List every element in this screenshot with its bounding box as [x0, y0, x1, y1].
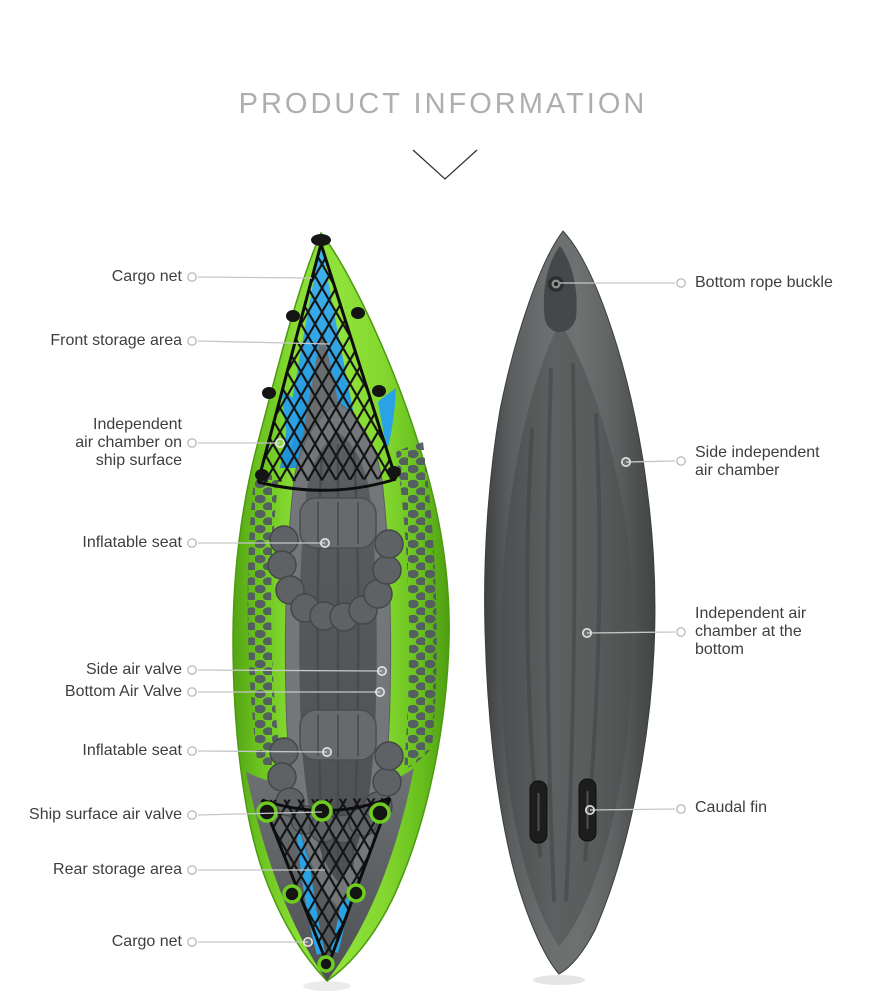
bottom-rope-buckle	[548, 276, 564, 292]
callout-dot	[187, 665, 197, 675]
callout-dot	[187, 746, 197, 756]
callout-dot	[581, 627, 592, 638]
callout-dot	[620, 456, 631, 467]
callout-dots-label-side	[187, 272, 686, 947]
bow-cargo-net	[255, 234, 401, 492]
stern-cargo-net	[260, 796, 392, 967]
callout-dot	[676, 627, 686, 637]
callout-dot	[302, 936, 313, 947]
callout-dot	[274, 437, 285, 448]
side-blue-accent-right	[378, 388, 396, 450]
label-cargo-net-top: Cargo net	[111, 268, 182, 285]
net-anchor-knobs	[255, 307, 401, 481]
stern-mid-valve-left	[282, 884, 302, 904]
caudal-fin-left	[529, 780, 548, 844]
ship-surface-air-valve	[311, 800, 333, 822]
callout-dot	[676, 278, 686, 288]
callout-dot	[321, 746, 332, 757]
label-inflatable-seat-rear: Inflatable seat	[82, 742, 182, 759]
chevron-down-icon	[412, 149, 478, 180]
callout-dot	[187, 687, 197, 697]
callout-dot	[374, 686, 385, 697]
label-bottom-rope-buckle: Bottom rope buckle	[695, 274, 833, 291]
kayak-top-shadow	[303, 981, 351, 991]
label-inflatable-seat-front: Inflatable seat	[82, 534, 182, 551]
callout-dot	[187, 272, 197, 282]
callout-dots-kayak-side	[274, 437, 631, 947]
stern-tip-valve	[317, 955, 335, 973]
valves	[256, 800, 391, 973]
kayak-bottom-view	[484, 230, 656, 985]
dot-band-left	[247, 474, 283, 776]
stern-corner-valve-right	[369, 802, 391, 824]
label-cargo-net-bottom: Cargo net	[111, 933, 182, 950]
callout-dot	[187, 538, 197, 548]
callout-dot	[676, 804, 686, 814]
dot-band-right	[396, 442, 437, 770]
label-independent-air-chamber-bottom: Independent air chamber at the bottom	[695, 605, 807, 658]
callout-dot	[319, 537, 330, 548]
callout-dot	[676, 456, 686, 466]
stern-corner-valve-left	[256, 801, 278, 823]
label-front-storage-area: Front storage area	[50, 332, 182, 349]
label-side-independent-air-chamber: Side independent air chamber	[695, 444, 820, 479]
callout-dot	[187, 336, 197, 346]
kayak-bottom-shadow	[533, 975, 585, 985]
label-ship-surface-air-valve: Ship surface air valve	[29, 806, 182, 823]
inflatable-seat-front	[267, 497, 404, 632]
callout-dot	[187, 865, 197, 875]
label-caudal-fin: Caudal fin	[695, 799, 768, 816]
callout-dot	[187, 438, 197, 448]
label-bottom-air-valve: Bottom Air Valve	[64, 683, 182, 700]
bow-tip-cap	[311, 234, 331, 246]
stern-mid-valve-right	[346, 883, 366, 903]
callout-dot	[584, 804, 595, 815]
label-independent-air-chamber-ship-surface: Independent air chamber on ship surface	[75, 416, 182, 469]
callout-dot	[376, 665, 387, 676]
page-title: PRODUCT INFORMATION	[238, 88, 648, 120]
label-side-air-valve: Side air valve	[85, 661, 182, 678]
callout-dot	[187, 810, 197, 820]
caudal-fin-right	[578, 778, 597, 842]
callout-lines	[197, 276, 676, 943]
label-rear-storage-area: Rear storage area	[53, 861, 182, 878]
callout-dot	[187, 937, 197, 947]
kayak-top-view	[232, 231, 450, 991]
